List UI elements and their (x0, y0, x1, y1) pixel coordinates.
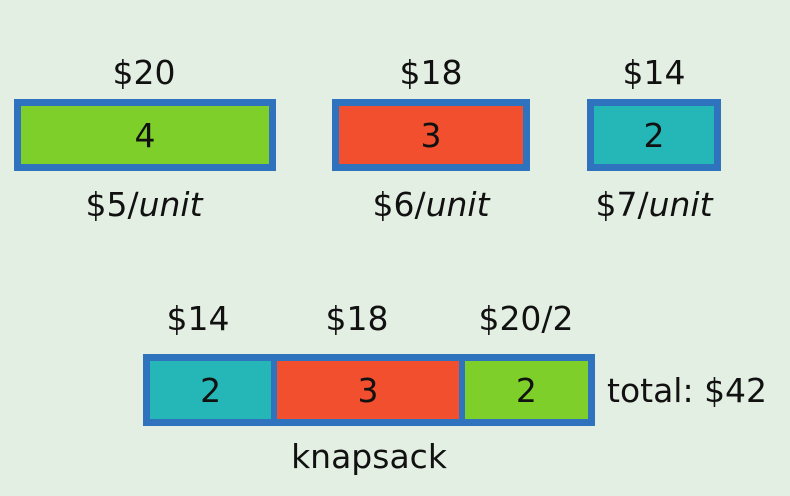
item-3-price: $14 (622, 53, 686, 92)
item-1-weight: 4 (134, 115, 156, 155)
item-2-rate-unit: unit (425, 185, 490, 224)
knapsack-segment-2-weight: 3 (357, 370, 379, 410)
knapsack-segment-3: 2 (458, 361, 588, 419)
knapsack-box: 2 3 2 (143, 354, 595, 426)
item-1-box: 4 (14, 99, 276, 171)
item-2-rate: $6/unit (372, 188, 489, 221)
knapsack-segment-1-price: $14 (166, 299, 230, 338)
item-2-box: 3 (332, 99, 530, 171)
knapsack-segment-1: 2 (150, 361, 272, 419)
item-3-rate-value: $7/ (595, 185, 649, 224)
knapsack-total: total: $42 (607, 371, 768, 410)
item-2-weight: 3 (420, 115, 442, 155)
knapsack-segment-3-weight: 2 (515, 370, 537, 410)
knapsack-segment-3-price: $20/2 (478, 299, 574, 338)
item-1-rate-value: $5/ (85, 185, 139, 224)
knapsack-segment-2: 3 (271, 361, 459, 419)
item-3-rate-unit: unit (648, 185, 713, 224)
knapsack-segment-1-weight: 2 (200, 370, 222, 410)
item-1-rate: $5/unit (85, 188, 202, 221)
item-3-box: 2 (587, 99, 721, 171)
item-2-rate-value: $6/ (372, 185, 426, 224)
item-3-rate: $7/unit (595, 188, 712, 221)
item-2-price: $18 (399, 53, 463, 92)
knapsack-segment-2-price: $18 (325, 299, 389, 338)
item-1-price: $20 (112, 53, 176, 92)
knapsack-label: knapsack (291, 437, 447, 476)
item-1-rate-unit: unit (138, 185, 203, 224)
item-3-weight: 2 (643, 115, 665, 155)
